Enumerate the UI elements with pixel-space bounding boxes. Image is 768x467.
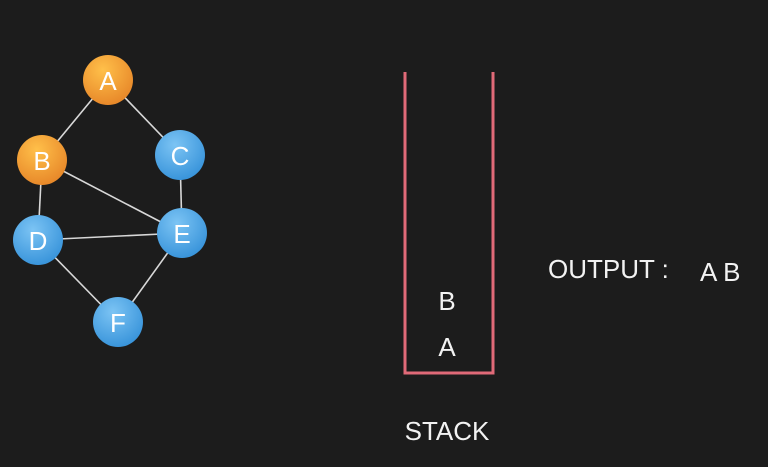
node-circle-a — [83, 55, 133, 105]
stack-caption: STACK — [405, 416, 490, 446]
node-label-d: D — [29, 226, 48, 256]
stack-item-a: A — [438, 332, 456, 362]
node-a: A — [83, 55, 133, 105]
node-b: B — [17, 135, 67, 185]
node-d: D — [13, 215, 63, 265]
node-circle-f — [93, 297, 143, 347]
node-label-c: C — [171, 141, 190, 171]
node-label-f: F — [110, 308, 126, 338]
node-circle-e — [157, 208, 207, 258]
graph-edges — [37, 79, 183, 323]
node-label-a: A — [99, 66, 117, 96]
node-f: F — [93, 297, 143, 347]
output-value: A B — [700, 257, 740, 287]
stack-items: BA — [438, 286, 456, 362]
node-e: E — [157, 208, 207, 258]
stack-outline — [403, 72, 495, 375]
edge-b-e — [41, 159, 183, 234]
node-circle-c — [155, 130, 205, 180]
graph-nodes: A B C D E F — [13, 55, 207, 347]
node-circle-b — [17, 135, 67, 185]
stack-item-b: B — [438, 286, 455, 316]
node-c: C — [155, 130, 205, 180]
node-label-b: B — [33, 146, 50, 176]
node-circle-d — [13, 215, 63, 265]
output-label: OUTPUT : — [548, 254, 669, 284]
node-label-e: E — [173, 219, 190, 249]
